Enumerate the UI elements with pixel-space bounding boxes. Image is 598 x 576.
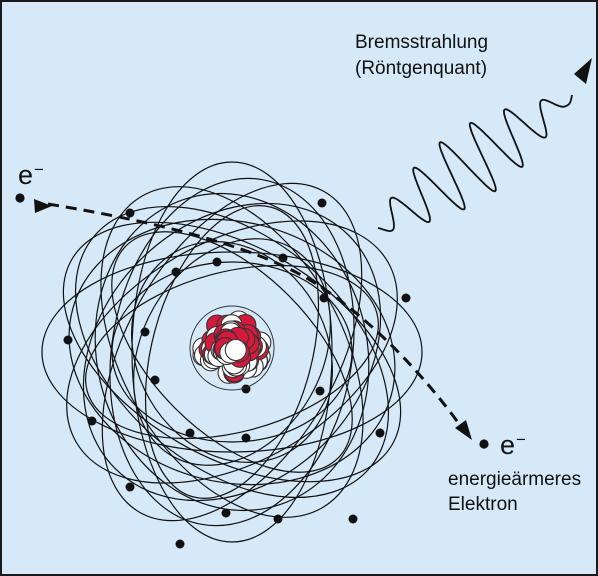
electron-dot xyxy=(348,514,358,524)
electron-dot xyxy=(125,208,135,218)
orbit-ellipse xyxy=(131,241,333,463)
orbit-ellipse xyxy=(133,238,331,466)
electron-dot xyxy=(241,433,251,443)
outgoing-electron-dot xyxy=(479,439,489,449)
electron-dot xyxy=(212,257,222,267)
electron-dot xyxy=(140,327,150,337)
orbit-ellipse xyxy=(68,218,396,486)
electron-dot xyxy=(63,335,73,345)
orbit-ellipse xyxy=(109,177,355,527)
electron-dot xyxy=(150,375,160,385)
incoming-electron-label: e− xyxy=(18,160,44,191)
charge-sign: − xyxy=(34,160,44,179)
electron-dot xyxy=(375,428,385,438)
atom-electrons xyxy=(63,198,411,549)
electron-symbol: e xyxy=(500,430,516,461)
radiation-subtitle: (Röntgenquant) xyxy=(355,58,488,79)
nucleus-outline xyxy=(189,305,275,391)
outgoing-caption-line2: Elektron xyxy=(448,494,518,515)
orbit-ellipse xyxy=(111,231,353,473)
orbit-ellipse xyxy=(111,261,353,443)
orbit-ellipse xyxy=(101,182,363,522)
electron-symbol: e xyxy=(18,160,34,191)
orbit-ellipse xyxy=(85,264,379,440)
neutron xyxy=(224,338,247,362)
electron-orbits xyxy=(41,161,423,543)
atomic-nucleus xyxy=(189,305,275,391)
orbit-ellipse xyxy=(82,202,382,502)
electron-dot xyxy=(185,428,195,438)
electron-dot xyxy=(278,253,288,263)
charge-sign: − xyxy=(516,430,526,449)
bremsstrahlung-wave xyxy=(377,94,573,233)
electron-dot xyxy=(87,416,97,426)
electron-dot xyxy=(175,539,185,549)
incoming-electron-dot xyxy=(15,193,25,203)
electron-dot xyxy=(317,198,327,208)
orbit-ellipse xyxy=(66,220,398,484)
electron-dot xyxy=(125,482,135,492)
electron-trajectory xyxy=(47,202,464,429)
incoming-arrow-icon xyxy=(34,199,52,213)
orbit-ellipse xyxy=(144,205,320,499)
electron-dot xyxy=(171,267,181,277)
electron-dot xyxy=(273,514,283,524)
electron-dot xyxy=(315,386,325,396)
orbit-ellipse xyxy=(74,205,390,499)
outgoing-arrow-icon xyxy=(455,420,472,440)
electron-dot xyxy=(221,508,231,518)
radiation-title: Bremsstrahlung xyxy=(355,32,489,53)
electron-dot xyxy=(319,293,329,303)
outgoing-caption-line1: energieärmeres xyxy=(448,469,582,490)
electron-dot xyxy=(401,293,411,303)
outgoing-electron-label: e− xyxy=(500,430,526,461)
wave-arrow-icon xyxy=(574,58,592,84)
